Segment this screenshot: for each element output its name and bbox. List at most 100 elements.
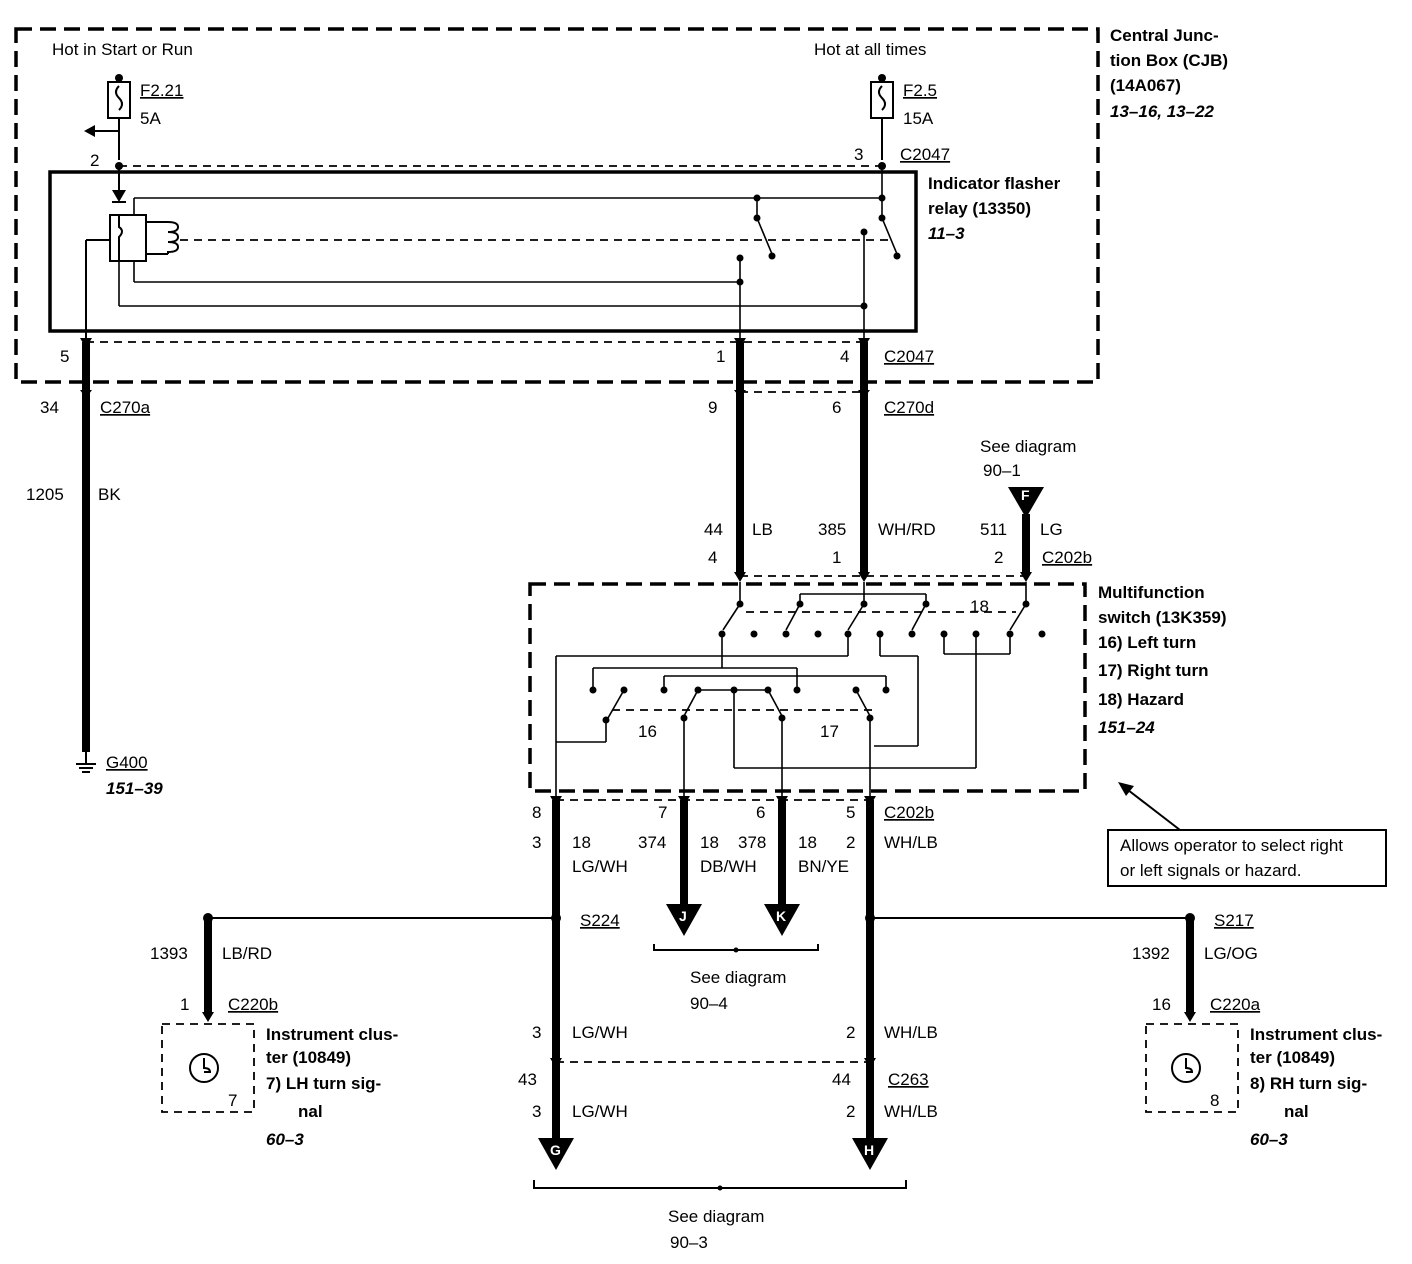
g-color-1: LG/WH [572,857,628,876]
mfs-title-1: Multifunction [1098,583,1205,602]
mfs-out-pin-5: 5 [846,803,855,822]
right-connector: C220a [1210,995,1261,1014]
ground-circuit: 1205 [26,485,64,504]
fuse-a-id: F2.21 [140,81,183,100]
w2-pin: 1 [832,548,841,567]
w1-color: LB [752,520,773,539]
note-line-2: or left signals or hazard. [1120,861,1301,880]
right-item-2: nal [1284,1102,1309,1121]
relay-pin-1: 1 [716,347,725,366]
see-diagram-90-3: See diagram [668,1207,764,1226]
g-circuit-bot: 3 [532,1102,541,1121]
fuse-f2-21 [84,74,131,160]
connector-h-label: H [864,1142,874,1158]
see-diagram-90-1: See diagram [980,437,1076,456]
fuse-f2-5 [870,74,894,160]
connector-k-label: K [776,908,786,924]
c270d-pin-9: 9 [708,398,717,417]
relay-connector-top: C2047 [900,145,950,164]
left-color: LB/RD [222,944,272,963]
left-cluster-box [161,1023,255,1113]
mfs-boundary [528,582,1087,793]
fuse-b-rating: 15A [903,109,934,128]
h-color-top: WH/LB [884,1023,938,1042]
cjb-title-3: (14A067) [1110,76,1181,95]
relay-title-1: Indicator flasher [928,174,1061,193]
cjb-ref: 13–16, 13–22 [1110,102,1215,121]
left-item-2: nal [298,1102,323,1121]
relay-ref: 11–3 [928,224,965,243]
flasher-relay-internals [85,166,901,342]
mfs-input-connector: C202b [1042,548,1092,567]
relay-pin-2: 2 [90,151,99,170]
connector-j-label: J [679,908,687,924]
relay-title-2: relay (13350) [928,199,1031,218]
hot-start-run-label: Hot in Start or Run [52,40,193,59]
note-arrow [1127,789,1181,831]
ground-id: G400 [106,753,148,772]
j-gauge: 18 [700,833,719,852]
relay-connector-bottom: C2047 [884,347,934,366]
c263-pin-43: 43 [518,1070,537,1089]
relay-pin-4: 4 [840,347,849,366]
left-title-2: ter (10849) [266,1048,351,1067]
right-circuit: 1392 [1132,944,1170,963]
right-turn-bulb-icon [1171,1053,1201,1083]
see-diagram-90-4: See diagram [690,968,786,987]
c263-label: C263 [888,1070,929,1089]
cjb-title-1: Central Junc- [1110,26,1219,45]
left-title-1: Instrument clus- [266,1025,398,1044]
mfs-item-16: 16) Left turn [1098,633,1196,652]
splice-s224: S224 [580,911,620,930]
left-circuit: 1393 [150,944,188,963]
k-gauge: 18 [798,833,817,852]
ground-color: BK [98,485,121,504]
note-box [1107,829,1387,887]
right-title-2: ter (10849) [1250,1048,1335,1067]
w2-color: WH/RD [878,520,936,539]
connector-f-label: F [1021,487,1030,503]
cjb-title-2: tion Box (CJB) [1110,51,1228,70]
k-circuit: 378 [738,833,766,852]
see-ref-90-4: 90–4 [690,994,728,1013]
mfs-out-connector: C202b [884,803,934,822]
fuse-b-id: F2.5 [903,81,937,100]
j-circuit: 374 [638,833,666,852]
splice-s217: S217 [1214,911,1254,930]
see-ref-90-1: 90–1 [983,461,1021,480]
w3-color: LG [1040,520,1063,539]
g-gauge-1: 18 [572,833,591,852]
right-color: LG/OG [1204,944,1258,963]
w1-circuit: 44 [704,520,723,539]
mfs-ref: 151–24 [1098,718,1155,737]
connector-h-flag [852,1138,888,1170]
right-item-1: 8) RH turn sig- [1250,1074,1367,1093]
h-color-bot: WH/LB [884,1102,938,1121]
connector-g-flag [538,1138,574,1170]
note-line-1: Allows operator to select right [1120,836,1343,855]
left-pin: 1 [180,995,189,1014]
h-circuit-1: 2 [846,833,855,852]
mfs-item-17: 17) Right turn [1098,661,1209,680]
fuse-a-rating: 5A [140,109,161,128]
connector-k-flag [764,904,800,936]
left-turn-bulb-icon [189,1053,219,1083]
ground-symbol [76,752,96,773]
mfs-item-18: 18) Hazard [1098,690,1184,709]
right-pin: 16 [1152,995,1171,1014]
connector-j-flag [666,904,702,936]
right-cluster-box [1145,1023,1239,1113]
h-color-1: WH/LB [884,833,938,852]
hot-all-times-label: Hot at all times [814,40,926,59]
h-circuit-bot: 2 [846,1102,855,1121]
right-title-1: Instrument clus- [1250,1025,1382,1044]
ground-ref: 151–39 [106,779,163,798]
mfs-title-2: switch (13K359) [1098,608,1227,627]
mfs-internals: 18 [555,582,1046,798]
mfs-sw17: 17 [820,722,839,741]
k-color: BN/YE [798,857,849,876]
see-ref-90-3: 90–3 [670,1233,708,1252]
g-color-top: LG/WH [572,1023,628,1042]
left-bulb-number: 7 [228,1091,237,1110]
mfs-out-pin-6: 6 [756,803,765,822]
